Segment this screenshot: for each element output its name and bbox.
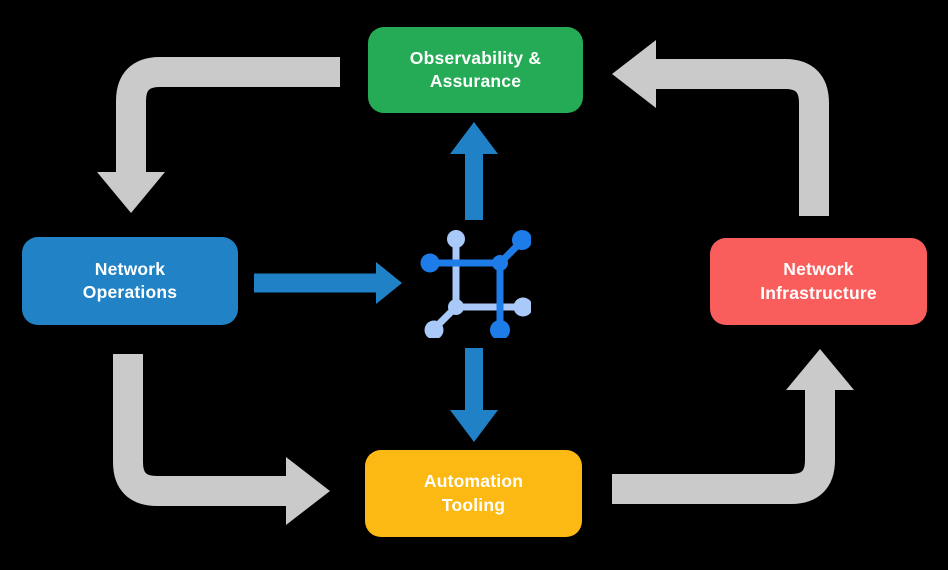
node-label-line: Automation: [423, 471, 524, 492]
node-label-line: Observability &: [409, 47, 542, 68]
network-hub-icon-dark-branches: [420, 230, 531, 338]
node-label-line: Network: [94, 258, 166, 279]
node-label-line: Network: [783, 259, 854, 280]
node-automation-tooling: Automation Tooling: [365, 450, 582, 537]
node-network-infrastructure: Network Infrastructure: [710, 238, 927, 325]
arrow-operations-to-center: [254, 262, 402, 304]
node-label-line: Infrastructure: [760, 282, 877, 303]
arrow-operations-to-automation: [113, 354, 330, 525]
arrow-center-to-observability: [450, 122, 498, 220]
node-label-line: Tooling: [441, 494, 506, 515]
node-network-operations: Network Operations: [22, 237, 238, 325]
network-hub-icon-light-branches: [424, 230, 531, 338]
node-label-line: Assurance: [429, 71, 522, 91]
arrow-observability-to-operations: [97, 57, 340, 213]
node-observability-assurance: Observability & Assurance: [368, 27, 583, 113]
arrow-automation-to-infrastructure: [612, 349, 854, 504]
arrow-infrastructure-to-observability: [612, 40, 829, 216]
node-label-line: Operations: [82, 282, 178, 302]
arrow-center-to-automation: [450, 348, 498, 442]
network-hub-icon: [420, 230, 531, 338]
